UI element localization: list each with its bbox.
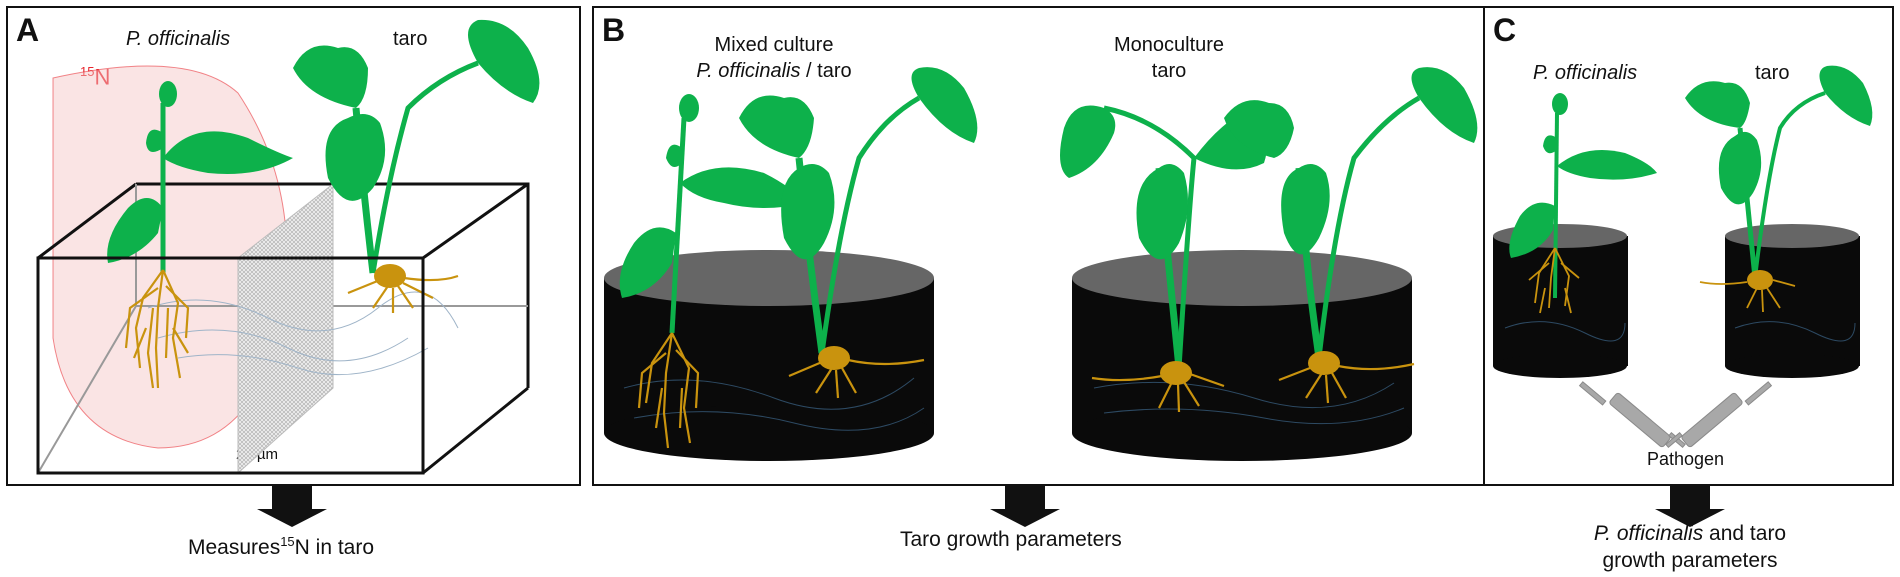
arrow-a-shaft <box>272 486 312 510</box>
mixed-culture-title: Mixed culture P. officinalis / taro <box>696 34 852 82</box>
p-officinalis-roots <box>124 269 190 389</box>
panel-c: C P. officinalis taro Pathogen <box>1483 6 1894 486</box>
rhizobox-outline <box>37 182 530 475</box>
plant-label-p-officinalis: P. officinalis <box>1533 62 1638 84</box>
panel-letter: A <box>16 12 40 48</box>
monoculture-pot <box>1072 250 1412 461</box>
panel-b-illustration <box>604 67 1478 461</box>
taro-roots <box>347 274 459 313</box>
panel-a-illustration <box>36 19 540 475</box>
pathogen-label: Pathogen <box>1647 449 1725 469</box>
panel-c-illustration <box>1493 65 1873 449</box>
mixed-taro-plant <box>739 67 978 354</box>
caption-c: P. officinalis and taro growth parameter… <box>1593 522 1787 572</box>
caption-a: Measures15N in taro <box>188 534 375 559</box>
panel-b: B Mixed culture P. officinalis / taro Mo… <box>592 6 1488 486</box>
taro-pot <box>1725 224 1860 378</box>
panel-letter: B <box>602 12 626 48</box>
taro-plant <box>293 19 540 274</box>
panel-a: A P. officinalis taro 15N 25 µm <box>6 6 581 486</box>
c-taro-plant <box>1685 65 1873 279</box>
mixed-p-officinalis-plant <box>619 94 804 334</box>
arrow-c-shaft <box>1670 486 1710 510</box>
p-officinalis-plant <box>107 81 293 273</box>
c-p-officinalis-plant <box>1509 93 1657 299</box>
mixed-culture-pot <box>604 250 934 461</box>
plant-label-p-officinalis: P. officinalis <box>126 28 231 50</box>
syringe-left <box>1578 381 1686 449</box>
plant-label-taro: taro <box>1755 62 1790 84</box>
taro-corm <box>374 264 406 288</box>
syringe-right <box>1665 381 1773 449</box>
arrow-c-head <box>1655 509 1725 527</box>
plant-label-taro: taro <box>393 28 428 50</box>
panel-letter: C <box>1493 12 1517 48</box>
arrow-b-shaft <box>1005 486 1045 510</box>
arrow-b-head <box>990 509 1060 527</box>
monoculture-title: Monoculture taro <box>1113 34 1225 82</box>
monoculture-taro-plant-2 <box>1224 67 1478 359</box>
arrow-a-head <box>257 509 327 527</box>
caption-b: Taro growth parameters <box>900 528 1122 551</box>
mesh-divider <box>237 182 334 475</box>
